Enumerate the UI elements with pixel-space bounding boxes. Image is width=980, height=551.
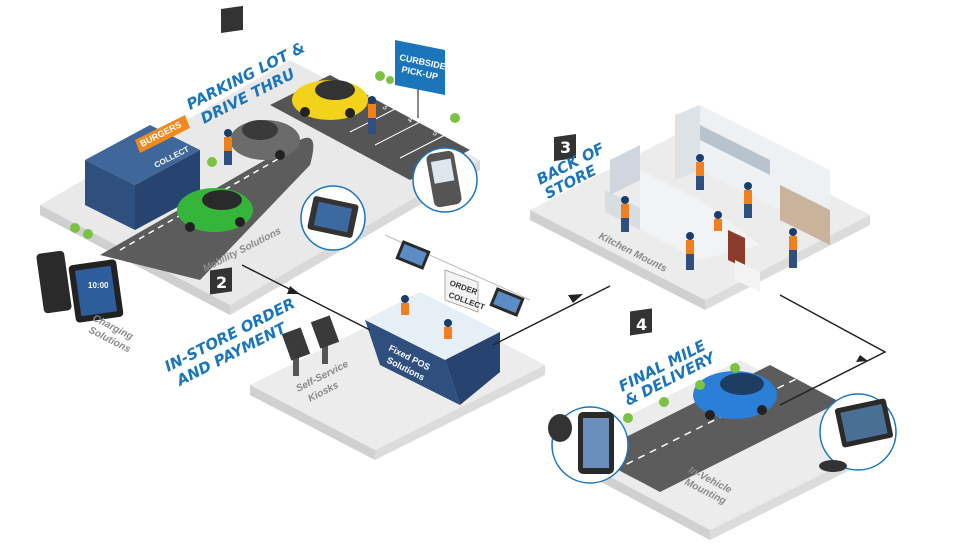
worker-figure [714,211,722,231]
mobility-device-callout [300,185,366,251]
lane-number: 4 [406,115,415,125]
pos-counter: Fixed POS Solutions [365,292,500,405]
arrow-head [568,294,583,303]
worker-figure [401,295,409,315]
curbside-pickup-sign: CURBSIDE PICK-UP [395,40,447,118]
step-4-number: 4 [636,315,647,334]
kitchen-equipment [605,105,830,292]
scanner-device-callout [412,147,478,213]
worker-figure [224,129,232,165]
worker-figure [696,154,704,190]
burger-store: BURGERS COLLECT [85,83,200,230]
arrow-head [856,355,868,362]
lane-number: 3 [381,102,390,112]
step-2-number: 2 [216,273,227,292]
self-service-kiosks [281,315,340,376]
kitchen-workers [621,154,797,270]
worker-figure [744,182,752,218]
charging-solutions-device: 10:00 Charging Solutions [36,250,135,356]
shrubs [70,71,460,239]
worker-figure [789,228,797,268]
blue-delivery-car [693,371,777,420]
arrow-head [287,286,300,294]
arrow-heads [287,286,868,362]
shrubs [623,363,740,423]
menu-boards [384,234,531,317]
arrow-parking-to-instore [241,264,371,331]
phone-mount-callout [548,406,629,484]
gray-car [230,120,300,160]
arrow-kitchen-to-delivery [779,294,887,406]
worker-figure [621,196,629,232]
step-1-number-badge [221,5,243,33]
lane-number: 5 [431,128,440,138]
step-2-number-badge [210,267,232,295]
arrow-instore-to-kitchen [492,285,611,346]
step-3-number: 3 [560,138,571,157]
flow-arrows [241,264,887,406]
worker-figure [686,232,694,270]
order-collect-sign: ORDER COLLECT [444,269,486,313]
in-vehicle-tablet-callout [819,393,897,472]
step-3-number-badge [554,134,576,162]
step-1-number: 1 [227,43,238,62]
worker-figure [444,319,452,339]
worker-figure [368,96,376,134]
yellow-car [292,80,368,120]
step-4-number-badge [630,308,652,336]
green-car [177,188,253,232]
device-time-display: 10:00 [88,281,109,290]
